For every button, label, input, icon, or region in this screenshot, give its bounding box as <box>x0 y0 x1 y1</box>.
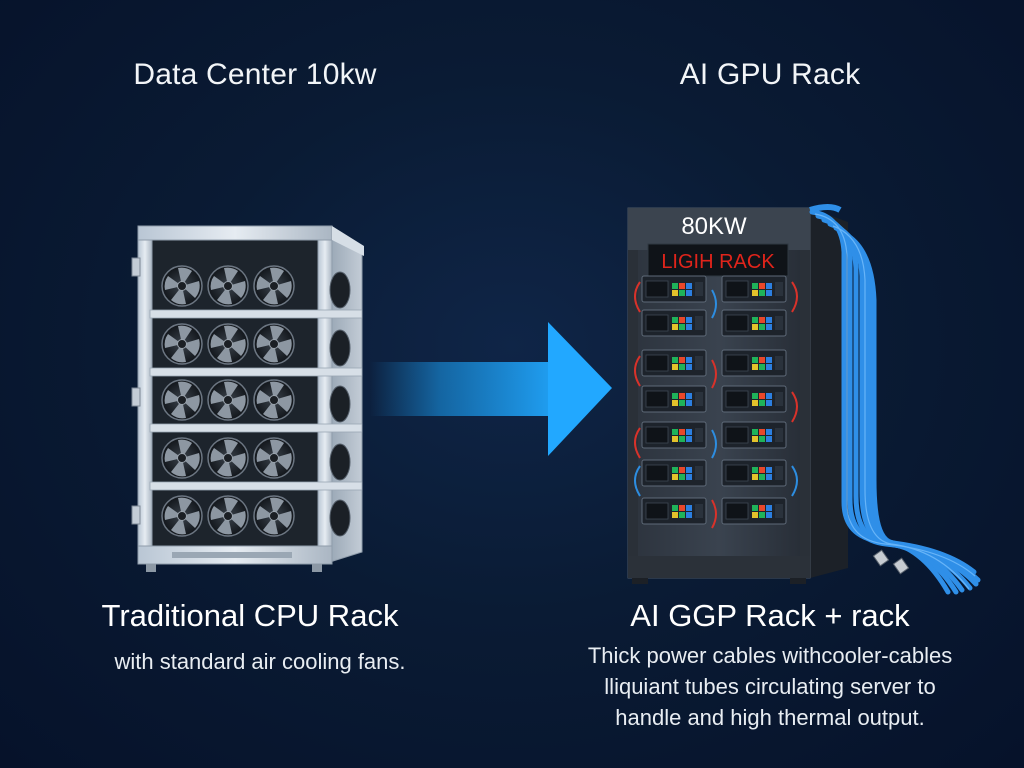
gpu-rack-description: Thick power cables withcooler-cables lli… <box>560 640 980 733</box>
cpu-rack-description: with standard air cooling fans. <box>60 646 460 677</box>
description-line: Thick power cables withcooler-cables <box>587 643 953 668</box>
cooling-tubes <box>809 209 981 595</box>
description-line: lliquiant tubes circulating server to <box>604 674 936 699</box>
cpu-rack-heading: Data Center 10kw <box>133 58 377 91</box>
power-rating-label: 80KW <box>681 213 747 240</box>
cpu-rack-caption-title: Traditional CPU Rack <box>101 598 399 633</box>
cpu-rack <box>131 225 364 572</box>
gpu-rack-caption-title: AI GGP Rack + rack <box>630 598 910 633</box>
gpu-rack <box>627 204 981 595</box>
right-arrow-icon <box>370 322 612 456</box>
description-line: with standard air cooling fans. <box>114 649 406 674</box>
fan-icon <box>161 265 295 537</box>
rack-label: LIGIH RACK <box>661 251 775 273</box>
gpu-rack-heading: AI GPU Rack <box>679 58 861 91</box>
description-line: handle and high thermal output. <box>615 705 925 730</box>
